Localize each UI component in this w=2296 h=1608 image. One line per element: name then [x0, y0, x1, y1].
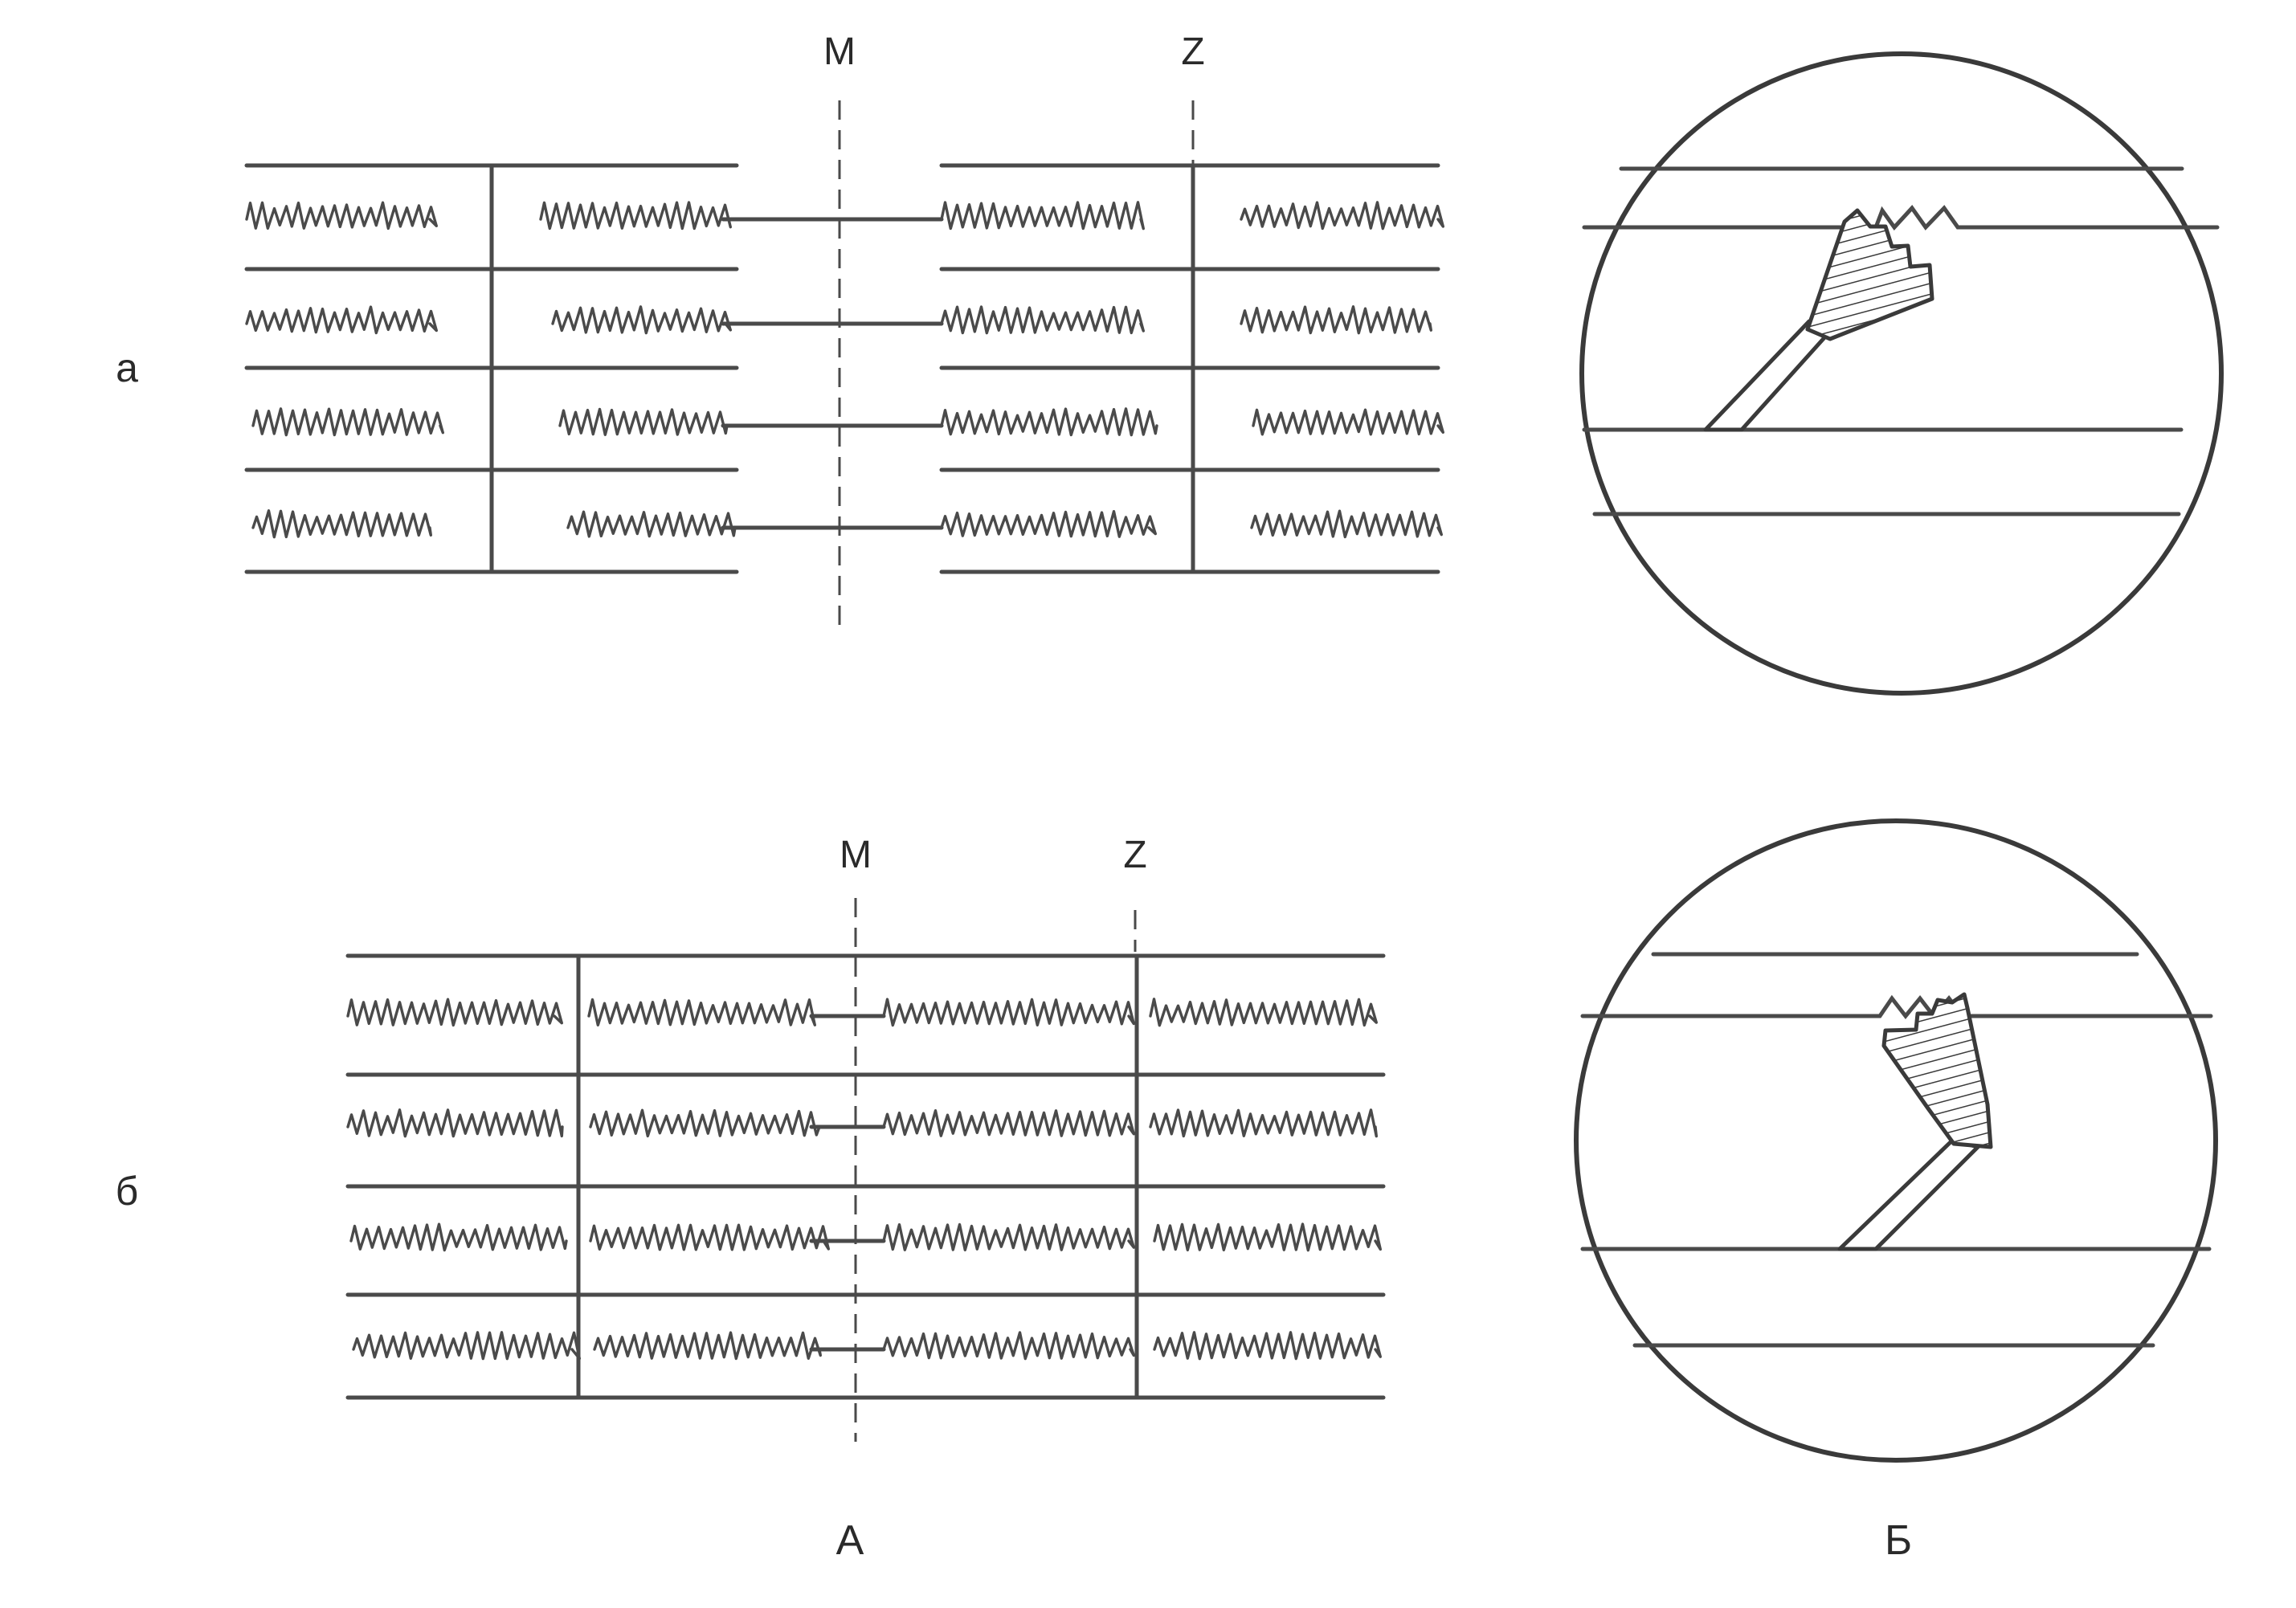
thick-filament	[352, 1331, 581, 1361]
thick-filament	[1149, 998, 1378, 1027]
z-discs-a	[489, 163, 1195, 574]
m-line-label-a: M	[823, 31, 856, 73]
thick-filament	[882, 1331, 1135, 1361]
thin-filaments-b	[809, 1014, 886, 1352]
thick-filament	[940, 201, 1145, 231]
thick-filament	[346, 998, 563, 1027]
thick-filament	[346, 1108, 564, 1138]
thick-filament	[1252, 408, 1444, 436]
thick-filament	[349, 1222, 568, 1252]
thick-filament	[245, 305, 438, 335]
thick-filament	[251, 407, 444, 437]
myosin-head-b	[1881, 992, 1993, 1149]
thick-filament	[589, 1108, 821, 1138]
thick-filament	[593, 1331, 822, 1361]
thick-filament	[882, 998, 1135, 1027]
thick-filament	[558, 407, 729, 436]
thick-filament	[1153, 1222, 1382, 1252]
thick-filament	[1240, 201, 1444, 231]
thick-filament	[1250, 509, 1443, 539]
myosin-neck-a	[1703, 319, 1836, 432]
myosin-head-detail-b	[1574, 818, 2218, 1463]
z-line-label-a: Z	[1181, 31, 1204, 73]
row-label-b: б	[116, 1169, 139, 1214]
thick-filaments-b	[346, 998, 1382, 1361]
separator-lines-b	[345, 953, 1386, 1400]
thick-filaments-a	[245, 201, 1444, 539]
row-b-sarcomere: б M Z	[116, 834, 1386, 1442]
z-discs-b	[576, 953, 1139, 1400]
thick-filament	[587, 998, 816, 1026]
thick-filament	[589, 1223, 830, 1251]
thick-filament	[1240, 305, 1432, 335]
thick-filament	[551, 305, 732, 335]
myosin-neck-b	[1837, 1138, 1980, 1251]
thick-filament	[1153, 1331, 1382, 1361]
detail-circle-b	[1574, 818, 2218, 1463]
thick-filament	[539, 201, 732, 231]
z-line-label-b: Z	[1123, 834, 1146, 876]
thick-filament	[245, 201, 438, 231]
m-line-label-b: M	[840, 834, 872, 876]
thick-filament	[882, 1222, 1135, 1251]
myosin-head-detail-a	[1579, 51, 2224, 696]
thick-filament	[940, 407, 1158, 437]
thick-filament	[566, 510, 737, 538]
detail-circle-a	[1579, 51, 2224, 696]
panel-label-b: Б	[1885, 1517, 1912, 1564]
panel-label-a: A	[836, 1517, 864, 1564]
myosin-head-a	[1805, 208, 1934, 341]
row-label-a: а	[116, 345, 138, 390]
thick-filament	[251, 509, 432, 539]
thick-filament	[940, 510, 1157, 538]
actin-filament-b	[1580, 994, 2213, 1020]
thick-filament	[940, 305, 1145, 335]
row-a-sarcomere: а M Z	[116, 31, 1444, 626]
thin-filaments-a	[721, 217, 944, 530]
actin-filament-a	[1582, 205, 2220, 231]
thick-filament	[882, 1109, 1135, 1137]
thick-filament	[1149, 1108, 1378, 1138]
